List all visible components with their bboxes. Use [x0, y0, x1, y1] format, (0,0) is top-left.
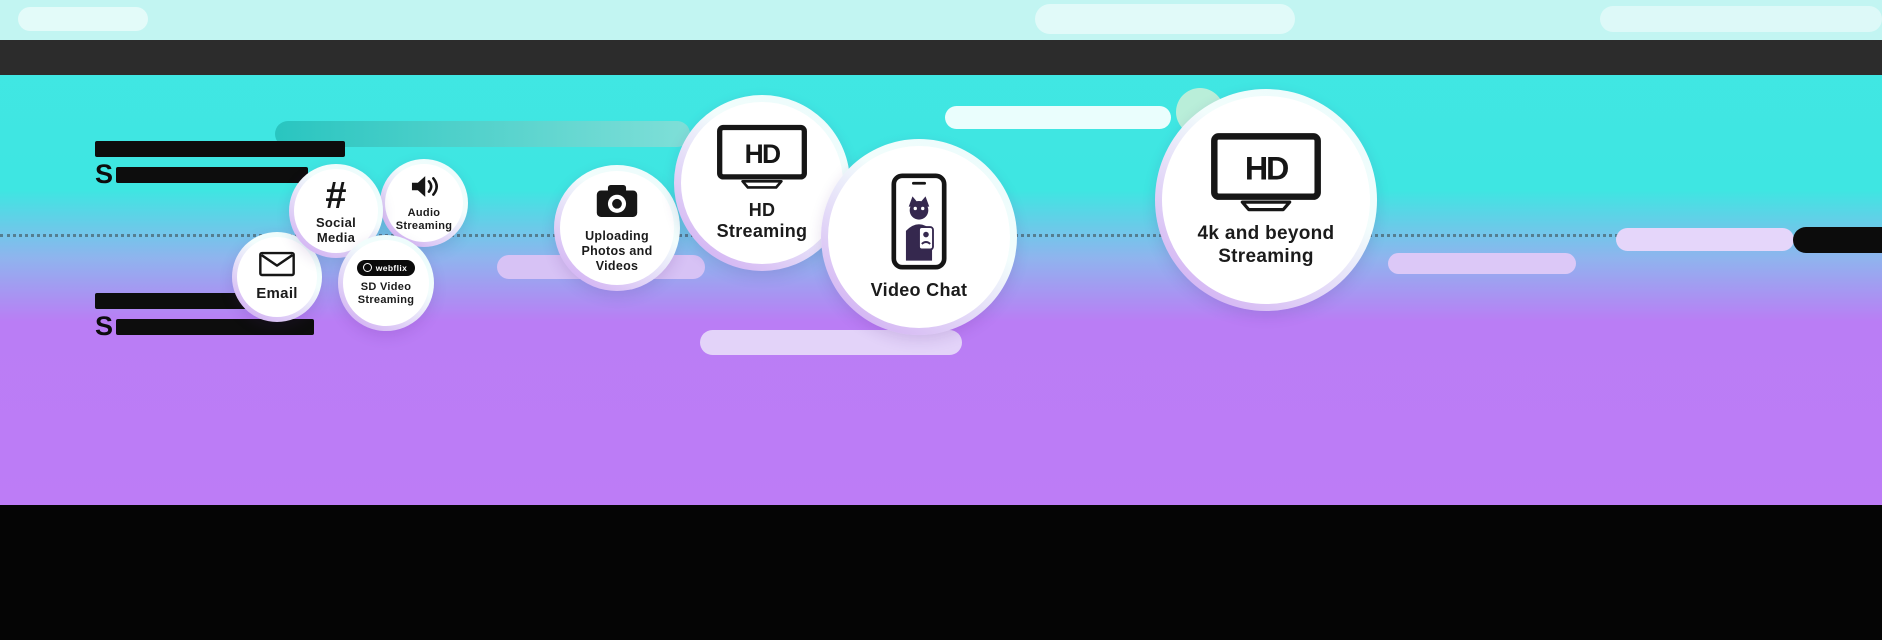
- redacted-text-bar: [95, 293, 247, 309]
- bubble-label: Audio Streaming: [395, 207, 453, 232]
- redacted-text-bar: [115, 318, 314, 335]
- envelope-icon: [258, 251, 296, 282]
- top-strip-pill: [1035, 4, 1295, 34]
- bubble-audio-streaming: Audio Streaming: [380, 159, 468, 247]
- bubble-label: Video Chat: [870, 279, 968, 300]
- heading-prefix: S: [95, 159, 114, 189]
- speed-tier-heading-2: S: [95, 293, 314, 341]
- bubble-label: Uploading Photos and Videos: [581, 229, 653, 273]
- top-strip-pill: [1600, 6, 1882, 32]
- decor-pill-lavender: [1616, 228, 1794, 251]
- tv-screen-text: HD: [745, 139, 780, 169]
- bubble-video-chat: Video Chat: [821, 139, 1017, 335]
- bubble-sd-video-streaming: webflix SD Video Streaming: [338, 235, 434, 331]
- header-bar: [0, 40, 1882, 75]
- bubble-4k-streaming: HD 4k and beyond Streaming: [1155, 89, 1377, 311]
- decor-pill-black: [1793, 227, 1882, 253]
- speed-tier-heading-1: S: [95, 141, 345, 189]
- bubble-label: SD Video Streaming: [357, 280, 415, 306]
- bubble-label: Social Media: [315, 214, 357, 245]
- heading-prefix: S: [95, 311, 114, 341]
- bubble-social-media: # Social Media: [289, 164, 383, 258]
- video-chat-cat-icon: [891, 173, 947, 275]
- bubble-hd-streaming: HD HD Streaming: [674, 95, 850, 271]
- webflix-badge-icon: webflix: [356, 259, 416, 276]
- hashtag-icon: #: [325, 174, 347, 217]
- tv-hd-icon: HD: [716, 124, 808, 196]
- redacted-text-bar: [115, 166, 308, 183]
- tv-hd-icon: HD: [1210, 132, 1322, 219]
- webflix-dot-icon: [362, 263, 372, 273]
- decor-pill-white: [945, 106, 1171, 129]
- footer-bar: [0, 505, 1882, 640]
- top-strip-pill: [18, 7, 148, 31]
- decor-pill-lavender: [1388, 253, 1576, 274]
- tv-screen-text: HD: [1245, 151, 1288, 187]
- bubble-uploading-photos: Uploading Photos and Videos: [554, 165, 680, 291]
- webflix-badge-label: webflix: [375, 262, 408, 273]
- bubble-label: Email: [256, 285, 298, 303]
- bubble-label: 4k and beyond Streaming: [1197, 223, 1335, 267]
- bubble-label: HD Streaming: [716, 199, 808, 241]
- redacted-text-bar: [95, 141, 345, 157]
- camera-icon: [594, 182, 640, 225]
- speaker-icon: [409, 173, 440, 205]
